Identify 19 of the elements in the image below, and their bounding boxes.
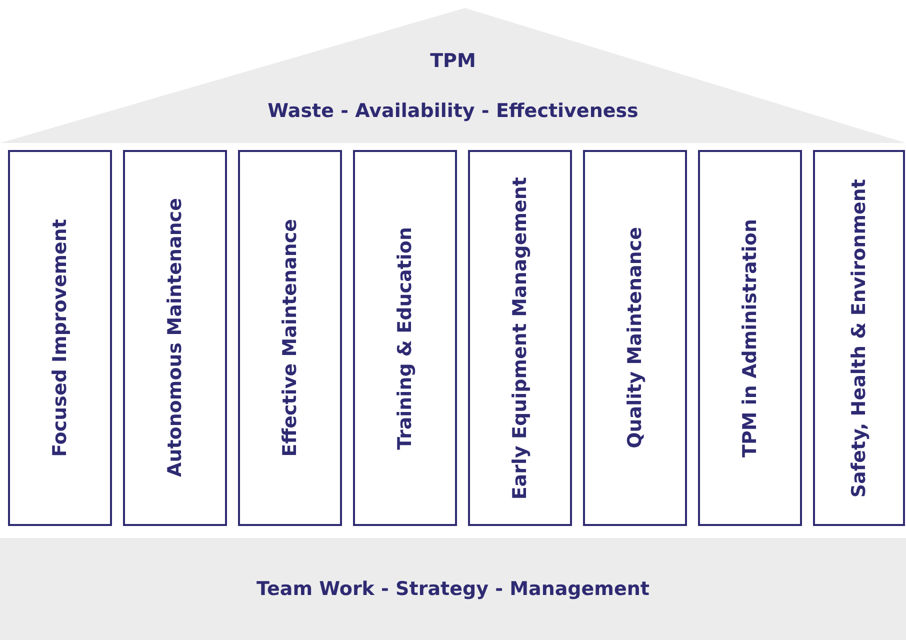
pillar-box [583, 150, 687, 526]
pillar-box [353, 150, 457, 526]
pillar-box [8, 150, 112, 526]
pillar-label: Training & Education [394, 226, 416, 450]
pillar-box [238, 150, 342, 526]
pillar-label: Safety, Health & Environment [848, 178, 870, 498]
pillar-label: Early Equipment Management [509, 176, 531, 500]
pillar-label: TPM in Administration [739, 218, 761, 458]
pillar-box [468, 150, 572, 526]
pillar-box [813, 150, 905, 526]
roof-title: TPM [430, 50, 476, 72]
pillar-box [698, 150, 802, 526]
base-label: Team Work - Strategy - Management [256, 578, 650, 600]
pillar-box [123, 150, 227, 526]
pillar-label: Quality Maintenance [624, 227, 646, 449]
roof-subtitle: Waste - Availability - Effectiveness [268, 100, 638, 122]
pillar-label: Effective Maintenance [279, 219, 301, 457]
pillar-label: Autonomous Maintenance [164, 198, 186, 478]
pillar-label: Focused Improvement [49, 219, 71, 457]
